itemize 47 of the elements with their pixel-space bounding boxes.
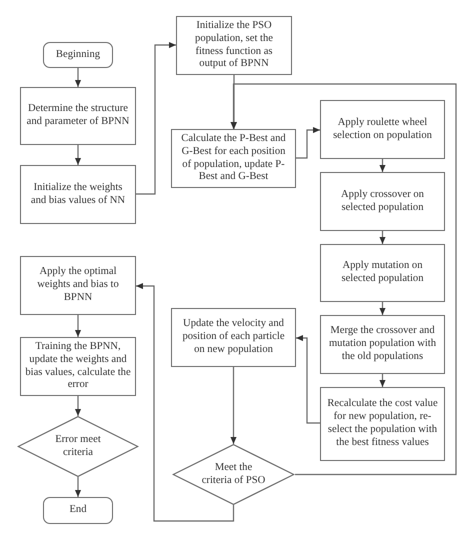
step-text: Beginning [56,48,100,62]
decision-diamond [172,444,295,505]
step-text: Update the velocity and position of each particle on new population [181,318,286,357]
process-box [320,387,445,461]
arrow [74,145,82,165]
arrow [74,315,82,337]
terminal-box [43,42,113,68]
arrow [136,282,234,522]
process-box [20,256,136,315]
arrow [296,126,320,159]
step-text: Training the BPNN, update the weights and bias values, calculate the error [25,340,131,392]
step-text: End [69,504,87,517]
arrow [379,231,386,244]
step-text: Apply the optimal weights and bias to BPNN [36,266,120,305]
step-text: Meet the criteria of PSO [200,462,266,488]
arrow [230,83,457,476]
arrow [74,477,82,497]
step-text: Initialize the PSO population, set the fitness function as output of BPNN [194,20,274,72]
step-text: Merge the crossover and mutation population with the old populations [328,325,438,364]
process-box [171,308,296,367]
step-text: Determine the structure and parameter of BPNN [26,103,130,129]
step-text: Apply mutation on selected population [340,260,425,286]
process-box [20,87,136,145]
process-box [320,244,445,302]
arrow [74,396,82,416]
process-box [320,172,445,231]
arrow [379,302,386,315]
arrow [136,42,176,195]
step-text: Calculate the P-Best and G-Best for each position of population, update P-Best and G-Best [180,132,287,184]
step-text: Initialize the weights and bias values of NN [30,182,126,208]
arrow [74,68,82,87]
arrow [379,159,386,172]
arrow [379,374,386,387]
step-text: Apply crossover on selected population [340,188,425,214]
step-text: Apply roulette wheel selection on population [332,116,433,142]
process-box [171,129,296,188]
process-box [320,100,445,159]
step-text: Recalculate the cost value for new population, re-select the population with the best fitness values [326,398,439,450]
arrow [230,75,238,129]
arrow [230,367,237,444]
process-box [20,165,136,224]
arrow [296,334,320,424]
process-box [176,16,292,75]
decision-diamond [17,416,139,477]
process-box [320,315,445,374]
terminal-box [43,497,113,524]
step-text: Error meet criteria [54,434,102,460]
